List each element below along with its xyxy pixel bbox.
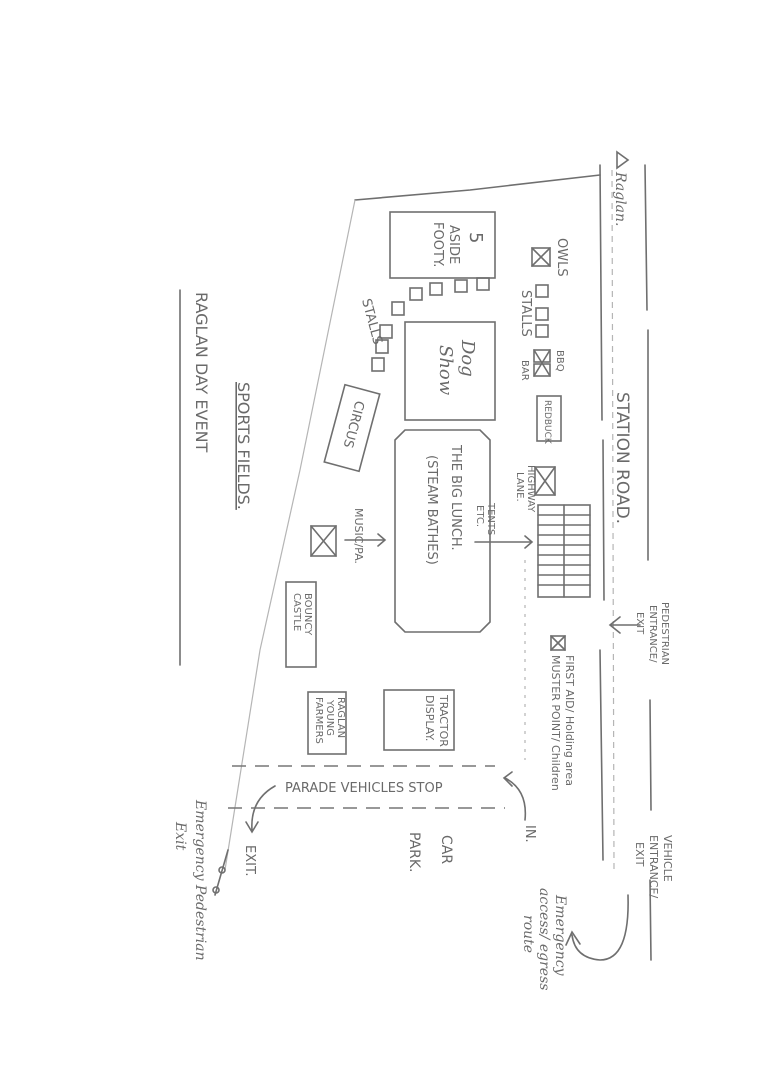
pedestrian-entrance-label: PEDESTRIAN [659,602,670,665]
tractor-display-label: TRACTOR [437,694,450,747]
young-farmers-label: RAGLAN [335,697,346,738]
five-aside-label: ASIDE [446,225,461,264]
redbuck-stall [536,395,562,442]
pedestrian-entrance-label: ENTRANCE/ [647,605,658,663]
emergency-pedestrian-exit-label: Emergency Pedestrian [192,799,208,961]
young-farmers-label: FARMERS [313,697,324,744]
circus-label: CIRCUS [340,399,367,449]
owls-stall [531,247,551,267]
sports-fields-label: SPORTS FIELDS. [234,382,253,510]
pedestrian-entrance-label: EXIT [634,612,645,635]
emergency-access-label: route [520,915,536,953]
in-arrow-icon [502,771,527,821]
vehicle-entrance-label: EXIT [633,842,646,867]
five-aside-area [389,211,496,279]
five-aside-label: 5 [465,232,486,243]
owls-label: OWLS [554,238,569,277]
vehicle-entrance-label: VEHICLE [661,835,674,882]
stalls-left-label: STALLS [358,297,385,346]
first-aid-label: MUSTER POINT/ Children [549,655,562,791]
gate-post-icon [218,866,226,874]
highway-lane-stall [534,466,556,496]
road-edge-inner [599,164,605,861]
tractor-display-label: DISPLAY. [423,695,436,741]
highway-lane-label: HIGHWAY [525,465,536,513]
young-farmers-label: YOUNG [324,699,335,736]
first-aid-label: FIRST AID/ Holding area [563,655,576,786]
big-lunch-label: THE BIG LUNCH. [448,444,463,551]
dog-show-area [404,321,496,421]
exit-label: EXIT. [242,845,257,876]
music-pa-label: MUSIC/PA. [352,508,365,564]
dog-show-label: Show [435,345,456,396]
bbq-label: BBQ [554,350,565,372]
five-aside-label: FOOTY. [430,222,445,267]
first-aid-cross-icon [550,635,566,651]
emergency-route-arrow-icon [565,894,629,961]
car-park-label: CAR [438,835,454,864]
bouncy-castle-area [285,581,317,668]
in-label: IN. [522,825,537,843]
music-cross-icon [310,525,337,557]
pedestrian-arrow-icon [608,616,641,634]
raglan-label: Raglan. [612,171,628,226]
tents-arrow-icon [474,535,534,549]
tents-label: TENTS [485,502,496,535]
bar-label: BAR [519,360,530,381]
event-title-label: RAGLAN DAY EVENT [192,292,211,453]
emergency-pedestrian-exit-label: Exit [172,821,188,851]
redbuck-label: REDBUCK [542,400,552,445]
highway-cross-icon [534,466,556,496]
big-lunch-label: (STEAM BATHES) [424,455,439,565]
dog-show-label: Dog [457,339,478,377]
tents-grid [537,504,591,598]
owls-cross-icon [531,247,551,267]
tractor-display-area [383,689,455,751]
exit-arrow-icon [245,785,276,834]
station-road-label: STATION ROAD. [612,392,632,524]
first-aid-point [550,635,566,651]
car-park-label: PARK. [406,832,422,872]
music-pa-stage [310,525,337,557]
emergency-access-label: access/ egress [536,888,552,990]
music-arrow-icon [344,533,387,547]
gate-post-icon [212,886,220,894]
north-triangle-icon [616,150,630,170]
circus-area [323,383,381,473]
bouncy-castle-label: CASTLE [291,593,302,631]
stalls-row-left [371,277,490,372]
road-edge-outer [644,164,652,961]
highway-lane-label: LANE. [514,472,525,502]
road-edge-dashed [611,169,615,871]
stalls-top-label: STALLS [518,290,533,337]
bouncy-castle-label: BOUNCY [302,593,313,636]
big-lunch-area [394,429,491,633]
tents-label: ETC. [474,505,485,527]
vehicle-entrance-label: ENTRANCE/ [647,835,660,898]
boundary-left [224,199,356,871]
parade-vehicles-label: PARADE VEHICLES STOP [285,781,443,796]
stalls-row-top [533,284,551,377]
emergency-access-label: Emergency [552,894,568,977]
boundary-top [354,174,601,201]
young-farmers-area [307,691,347,755]
